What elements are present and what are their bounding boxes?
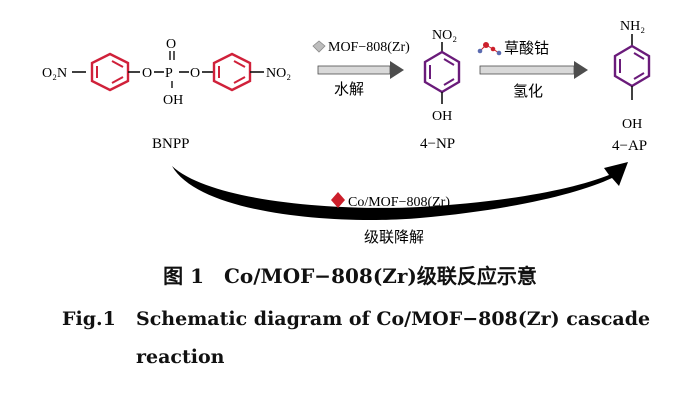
figure-caption-en-line2: reaction bbox=[136, 346, 225, 368]
figure-caption-zh: 图 1 Co/MOF−808(Zr)级联反应示意 bbox=[163, 264, 537, 288]
cascade-catalyst-label: Co/MOF−808(Zr) bbox=[348, 195, 450, 210]
step1-process-label: 水解 bbox=[334, 81, 364, 98]
bnpp-o-right: O bbox=[190, 66, 200, 81]
step1-catalyst-label: MOF−808(Zr) bbox=[328, 40, 410, 55]
np-no2: NO₂ bbox=[432, 28, 457, 43]
ap-oh: OH bbox=[622, 117, 642, 132]
bnpp-no2-left: O₂N bbox=[42, 66, 67, 81]
ap-ring bbox=[613, 44, 651, 88]
bnpp-no2-right: NO₂ bbox=[266, 66, 291, 81]
cascade-process-label: 级联降解 bbox=[364, 229, 424, 246]
red-diamond-icon bbox=[331, 192, 345, 208]
4ap-molecule: NH₂ OH 4−AP bbox=[612, 19, 651, 154]
cascade-arrow: Co/MOF−808(Zr) 级联降解 bbox=[172, 162, 628, 246]
step2-catalyst-label: 草酸钴 bbox=[504, 40, 549, 57]
np-ring bbox=[423, 50, 461, 94]
bnpp-ring-right bbox=[212, 52, 252, 92]
ap-label: 4−AP bbox=[612, 138, 647, 154]
hydrogenation-arrow: 草酸钴 氢化 bbox=[477, 40, 588, 100]
bnpp-ring-left bbox=[90, 52, 130, 92]
bnpp-o-left: O bbox=[142, 66, 152, 81]
bnpp-oh: OH bbox=[163, 93, 183, 108]
figure-caption-en-label: Fig.1 bbox=[62, 308, 116, 330]
np-label: 4−NP bbox=[420, 136, 455, 152]
step2-process-label: 氢化 bbox=[513, 83, 543, 100]
ap-nh2: NH₂ bbox=[620, 19, 645, 34]
bnpp-phosphorus: P bbox=[165, 66, 173, 81]
bnpp-molecule: O₂N O P O OH O NO₂ BNPP bbox=[42, 37, 291, 152]
4np-molecule: NO₂ OH 4−NP bbox=[420, 28, 461, 152]
reaction-scheme: O₂N O P O OH O NO₂ BNPP bbox=[42, 19, 651, 246]
bnpp-label: BNPP bbox=[152, 136, 190, 152]
figure-caption-en-line1: Schematic diagram of Co/MOF−808(Zr) casc… bbox=[136, 308, 651, 330]
hydrolysis-arrow: MOF−808(Zr) 水解 bbox=[312, 40, 410, 98]
grey-gem-icon bbox=[312, 40, 326, 53]
np-oh: OH bbox=[432, 109, 452, 124]
molecule-icon bbox=[477, 42, 502, 56]
bnpp-o-top: O bbox=[166, 37, 176, 52]
